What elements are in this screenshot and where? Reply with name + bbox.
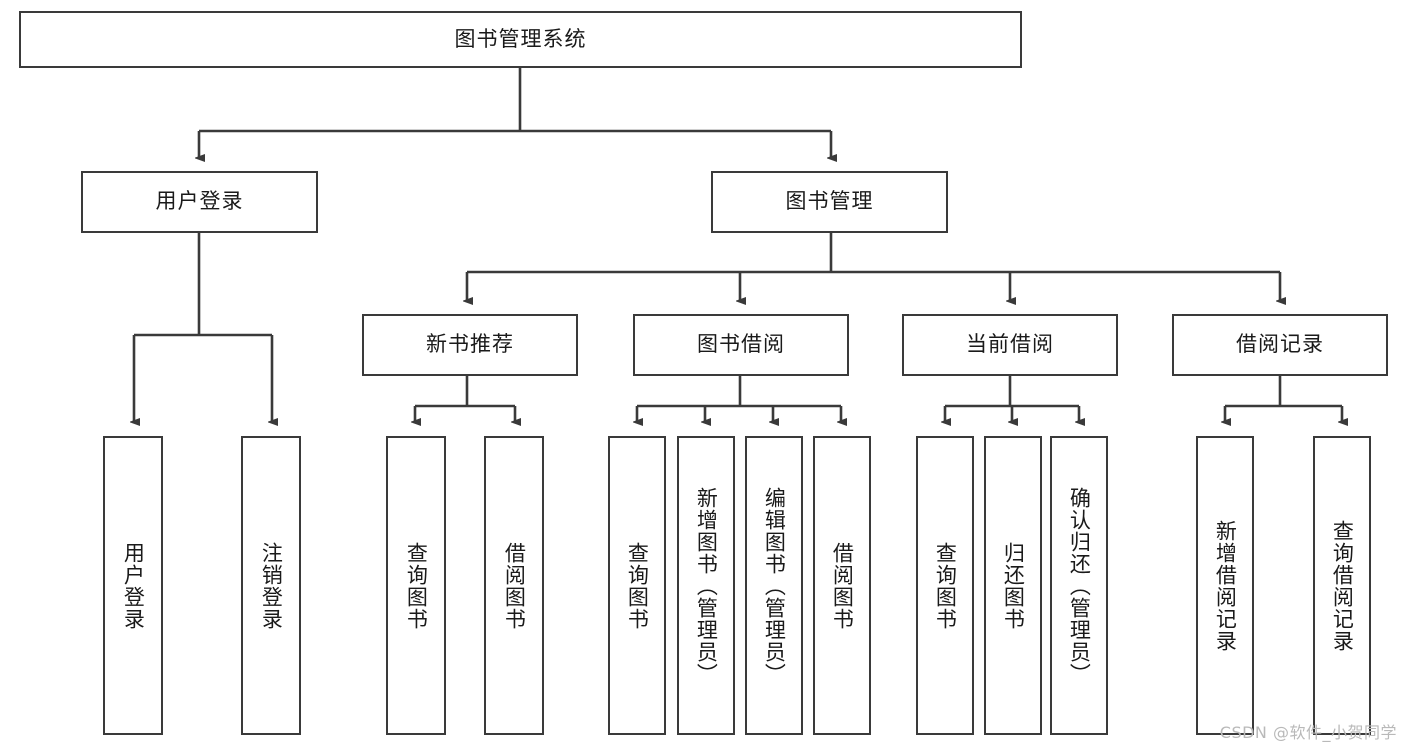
node-label: 查询图书 [933, 541, 958, 630]
node-label: 确认归还（管理员） [1067, 486, 1092, 685]
leaf-confirm-return-admin[interactable]: 确认归还（管理员） [1050, 436, 1108, 735]
node-label: 用户登录 [155, 189, 244, 214]
node-label: 借阅图书 [502, 541, 527, 630]
leaf-user-logout[interactable]: 注销登录 [241, 436, 301, 735]
node-label: 查询图书 [404, 541, 429, 630]
node-borrow-record[interactable]: 借阅记录 [1172, 314, 1388, 376]
node-label: 归还图书 [1001, 541, 1026, 630]
leaf-borrow-book[interactable]: 借阅图书 [813, 436, 871, 735]
node-label: 图书借阅 [697, 332, 785, 357]
leaf-return-book[interactable]: 归还图书 [984, 436, 1042, 735]
leaf-query-book-borrow[interactable]: 查询图书 [608, 436, 666, 735]
leaf-add-borrow-record[interactable]: 新增借阅记录 [1196, 436, 1254, 735]
leaf-borrow-book-recommend[interactable]: 借阅图书 [484, 436, 544, 735]
csdn-watermark: CSDN @软件_小贺同学 [1219, 723, 1397, 742]
node-label: 借阅图书 [830, 541, 855, 630]
node-label: 编辑图书（管理员） [762, 486, 787, 685]
leaf-user-login[interactable]: 用户登录 [103, 436, 163, 735]
node-label: 图书管理系统 [454, 26, 587, 51]
node-book-management[interactable]: 图书管理 [711, 171, 948, 233]
node-book-borrow[interactable]: 图书借阅 [633, 314, 849, 376]
leaf-add-book-admin[interactable]: 新增图书（管理员） [677, 436, 735, 735]
node-label: 新增借阅记录 [1213, 519, 1238, 652]
node-new-book-recommend[interactable]: 新书推荐 [362, 314, 578, 376]
node-label: 图书管理 [785, 189, 874, 214]
leaf-query-borrow-record[interactable]: 查询借阅记录 [1313, 436, 1371, 735]
node-label: 用户登录 [121, 541, 146, 630]
leaf-query-book-current[interactable]: 查询图书 [916, 436, 974, 735]
node-label: 当前借阅 [966, 332, 1054, 357]
node-label: 查询借阅记录 [1330, 519, 1355, 652]
leaf-edit-book-admin[interactable]: 编辑图书（管理员） [745, 436, 803, 735]
node-user-login[interactable]: 用户登录 [81, 171, 318, 233]
connector-group [134, 68, 1342, 422]
node-label: 新书推荐 [426, 332, 514, 357]
node-label: 借阅记录 [1236, 332, 1324, 357]
leaf-query-book-recommend[interactable]: 查询图书 [386, 436, 446, 735]
node-current-borrow[interactable]: 当前借阅 [902, 314, 1118, 376]
node-label: 查询图书 [625, 541, 650, 630]
node-book-management-system[interactable]: 图书管理系统 [19, 11, 1022, 68]
node-label: 注销登录 [259, 541, 284, 630]
node-label: 新增图书（管理员） [694, 486, 719, 685]
